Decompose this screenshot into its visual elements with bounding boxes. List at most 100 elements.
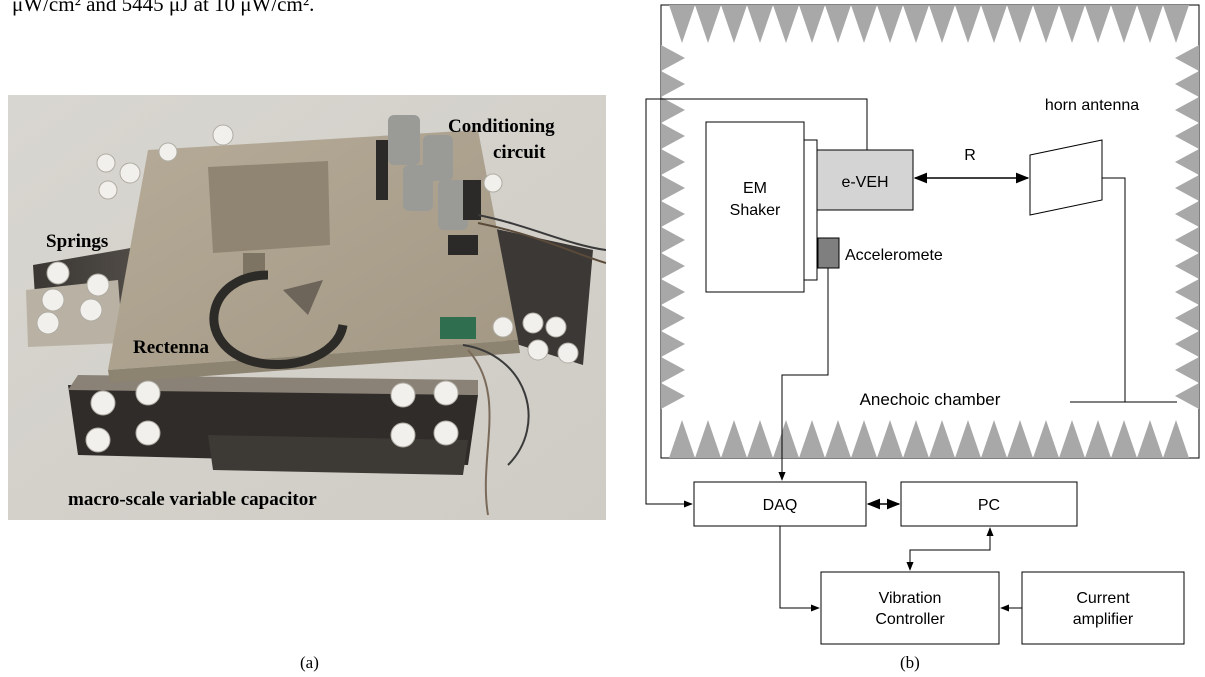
absorber-wedge [695, 420, 721, 458]
daq-box [693, 481, 867, 527]
absorber-wedge [721, 5, 747, 43]
absorber-wedge [1033, 420, 1059, 458]
anechoic-chamber-label: Anechoic chamber [860, 390, 1001, 409]
absorber-wedge [1175, 175, 1199, 201]
absorber-wedge [825, 420, 851, 458]
absorber-wedge [1163, 420, 1189, 458]
absorber-wedge [851, 5, 877, 43]
horn-antenna-label: horn antenna [1045, 97, 1139, 114]
absorber-wedge [877, 420, 903, 458]
absorber-wedge [721, 420, 747, 458]
absorber-wedge [747, 5, 773, 43]
springs-label: Springs [46, 231, 108, 252]
pc-vibration-controller-link [906, 527, 994, 571]
absorber-wedge [661, 45, 685, 71]
daq-label: DAQ [763, 497, 798, 514]
absorber-wedge [747, 420, 773, 458]
eveh-label: e-VEH [841, 174, 888, 191]
capacitor-label: macro-scale variable capacitor [68, 489, 317, 510]
absorber-wedge [1175, 279, 1199, 305]
absorber-wedge [1175, 97, 1199, 123]
absorber-wedge [661, 149, 685, 175]
vibration-controller-label-line2: Controller [875, 611, 945, 628]
absorber-wedge [1085, 5, 1111, 43]
absorber-wedge [1175, 123, 1199, 149]
eveh-box [816, 149, 914, 211]
absorber-wedge [1175, 253, 1199, 279]
antenna-cable [1102, 177, 1126, 402]
absorber-wedge [825, 5, 851, 43]
absorber-wedge [903, 5, 929, 43]
absorber-wedge [1175, 201, 1199, 227]
conditioning-circuit-label-line2: circuit [493, 142, 546, 163]
absorber-wedge [661, 253, 685, 279]
absorber-wedge [661, 227, 685, 253]
absorber-wedge [799, 5, 825, 43]
absorber-wedge [903, 420, 929, 458]
absorber-wedge [695, 5, 721, 43]
pc-label: PC [978, 497, 1000, 514]
absorber-wedge [661, 123, 685, 149]
caption-b: (b) [900, 653, 920, 672]
absorber-wedge [955, 420, 981, 458]
absorber-wedge [1175, 331, 1199, 357]
device-photograph: Conditioning circuit Springs Rectenna ma… [8, 95, 606, 520]
absorber-wedge [661, 201, 685, 227]
absorber-wedge [955, 5, 981, 43]
horn-antenna-shape [1029, 139, 1103, 216]
vibration-controller-box [820, 571, 1000, 645]
absorber-wedge [773, 420, 799, 458]
current-amplifier-box [1021, 571, 1185, 645]
accelerometer-to-daq-line [778, 268, 829, 481]
absorber-wedge [1059, 420, 1085, 458]
absorber-wedge [1007, 420, 1033, 458]
absorber-wedge [1175, 71, 1199, 97]
absorber-wedge [799, 420, 825, 458]
absorber-wedge [661, 97, 685, 123]
absorber-wedge [1059, 5, 1085, 43]
rectenna-label: Rectenna [133, 337, 209, 358]
absorber-wedge [929, 5, 955, 43]
absorber-wedge [773, 5, 799, 43]
daq-to-vibration-controller-line [779, 526, 820, 612]
absorber-wedge [669, 420, 695, 458]
absorber-wedges [661, 5, 1199, 458]
absorber-wedge [1175, 305, 1199, 331]
accelerometer-box [817, 237, 840, 269]
em-shaker-label-line2: Shaker [730, 202, 781, 219]
absorber-wedge [661, 305, 685, 331]
em-shaker-label-line1: EM [743, 180, 767, 197]
absorber-wedge [1137, 5, 1163, 43]
absorber-wedge [1175, 45, 1199, 71]
absorber-wedge [851, 420, 877, 458]
shaker-plate [803, 139, 818, 281]
accelerometer-label: Acceleromete [845, 247, 943, 264]
absorber-wedge [1137, 420, 1163, 458]
current-amplifier-label-line2: amplifier [1073, 611, 1134, 628]
absorber-wedge [1175, 383, 1199, 409]
conditioning-circuit-label-line1: Conditioning [448, 116, 555, 137]
vibration-controller-label-line1: Vibration [879, 590, 942, 607]
range-label: R [964, 147, 976, 164]
pc-box [900, 481, 1078, 527]
absorber-wedge [661, 279, 685, 305]
absorber-wedge [661, 175, 685, 201]
absorber-wedge [1007, 5, 1033, 43]
absorber-wedge [1111, 420, 1137, 458]
absorber-wedge [1111, 5, 1137, 43]
top-partial-text: μW/cm² and 5445 μJ at 10 μW/cm². [12, 0, 315, 16]
absorber-wedge [1175, 357, 1199, 383]
absorber-wedge [1175, 227, 1199, 253]
absorber-wedge [1175, 149, 1199, 175]
current-amplifier-label-line1: Current [1076, 590, 1130, 607]
absorber-wedge [669, 5, 695, 43]
eveh-to-daq-line [645, 98, 868, 508]
absorber-wedge [1163, 5, 1189, 43]
absorber-wedge [661, 383, 685, 409]
absorber-wedge [929, 420, 955, 458]
absorber-wedge [661, 357, 685, 383]
absorber-wedge [981, 5, 1007, 43]
absorber-wedge [1033, 5, 1059, 43]
absorber-wedge [981, 420, 1007, 458]
